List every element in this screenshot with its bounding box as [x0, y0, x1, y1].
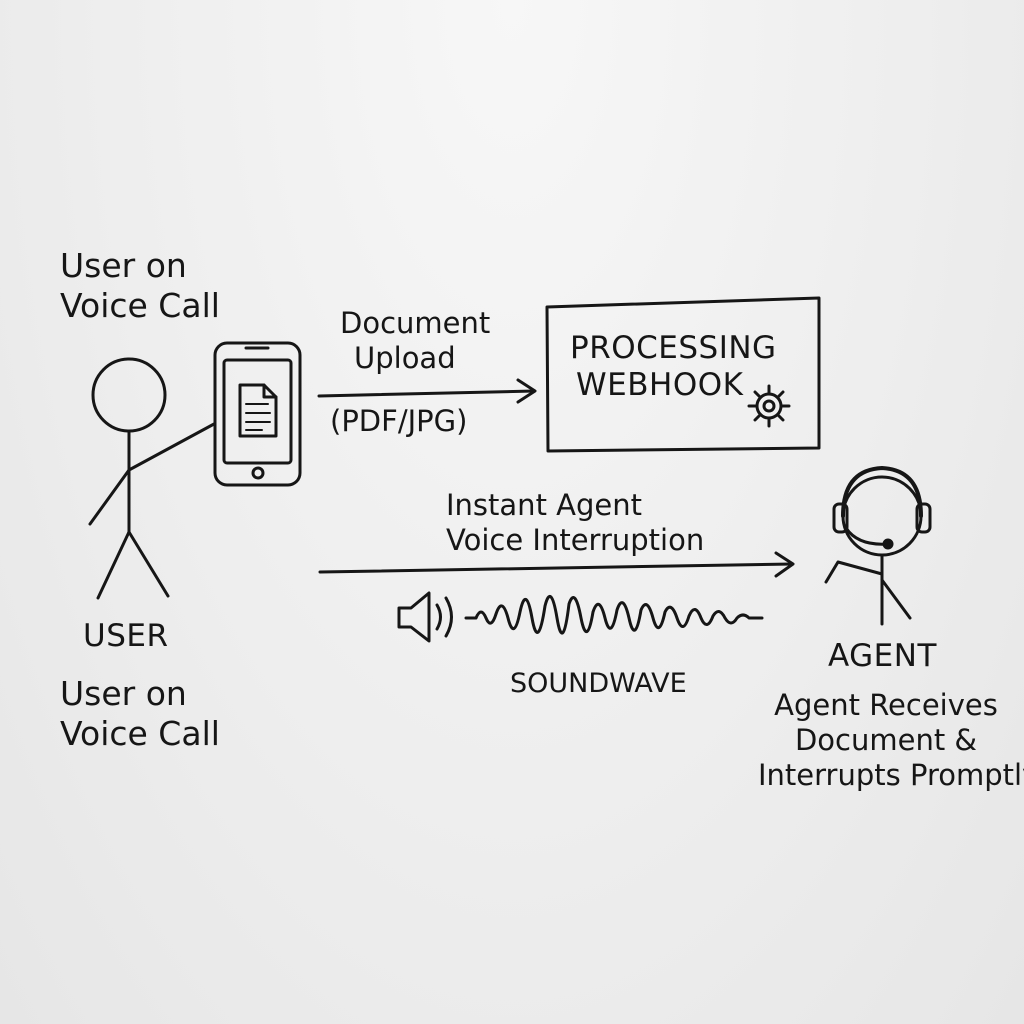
headset-ear-right	[915, 502, 932, 534]
webhook-box-outline	[545, 296, 821, 453]
webhook-label-line-2: WEBHOOK	[576, 367, 744, 404]
upload-label-line-2: Upload	[354, 340, 456, 375]
webhook-label: PROCESSING WEBHOOK	[570, 330, 777, 404]
headset-band	[841, 466, 923, 518]
agent-label: Agent Receives Document & Interrupts Pro…	[758, 688, 1024, 792]
user-leg-right	[127, 530, 170, 598]
agent-label-line-1: Agent Receives	[774, 688, 998, 722]
gear-teeth	[747, 384, 791, 428]
user-name: USER	[83, 618, 169, 654]
interruption-arrow-shaft	[318, 562, 794, 574]
user-head	[91, 357, 167, 433]
speaker-wave-1	[435, 603, 442, 631]
agent-arm-left	[824, 560, 884, 584]
webhook-box	[545, 296, 821, 453]
phone-body	[213, 341, 302, 487]
agent-label-line-3: Interrupts Promptly	[758, 757, 1024, 792]
agent-name: AGENT	[828, 638, 937, 674]
agent-label-line-2: Document &	[794, 722, 978, 757]
gear-icon	[747, 384, 791, 428]
interruption-label: Instant Agent Voice Interruption	[446, 488, 704, 558]
document-fold	[262, 383, 278, 399]
document-icon	[238, 383, 278, 438]
user-bottom-label: User on Voice Call	[60, 674, 220, 753]
user-leg-left	[96, 530, 131, 600]
webhook-label-line-1: PROCESSING	[570, 330, 777, 366]
user-arm-left	[88, 468, 131, 526]
user-bottom-label-line-2: Voice Call	[60, 713, 220, 753]
soundwave-label: SOUNDWAVE	[510, 668, 687, 699]
upload-arrow-head	[516, 378, 537, 404]
document-lines	[245, 403, 271, 431]
speaker-body	[397, 591, 431, 643]
user-stick-figure	[88, 357, 216, 600]
user-top-label-line-1: User on	[60, 246, 187, 285]
agent-figure	[824, 466, 932, 626]
interruption-arrow-head	[774, 551, 795, 578]
soundwave-line	[464, 594, 764, 635]
phone-home-button	[251, 466, 265, 480]
phone-screen	[222, 358, 293, 465]
upload-label-line-1: Document	[340, 306, 491, 340]
upload-arrow-shaft	[317, 389, 536, 398]
phone-icon	[213, 341, 302, 487]
headset-mic	[882, 538, 894, 550]
user-bottom-label-line-1: User on	[60, 674, 187, 713]
upload-label: Document Upload	[340, 306, 490, 376]
document-outline	[238, 383, 278, 438]
speaker-icon	[397, 591, 453, 643]
user-top-label: User on Voice Call	[60, 246, 220, 325]
interruption-arrow	[318, 551, 795, 578]
interruption-label-line-2: Voice Interruption	[446, 522, 705, 557]
user-top-label-line-2: Voice Call	[60, 285, 220, 325]
upload-arrow	[317, 378, 537, 404]
user-arm-right	[127, 422, 216, 472]
gear-hub	[762, 399, 776, 413]
headset-ear-left	[832, 502, 849, 534]
upload-format: (PDF/JPG)	[330, 404, 468, 438]
agent-arm-right	[880, 578, 912, 620]
speaker-wave-2	[444, 596, 453, 638]
interruption-label-line-1: Instant Agent	[446, 488, 642, 522]
